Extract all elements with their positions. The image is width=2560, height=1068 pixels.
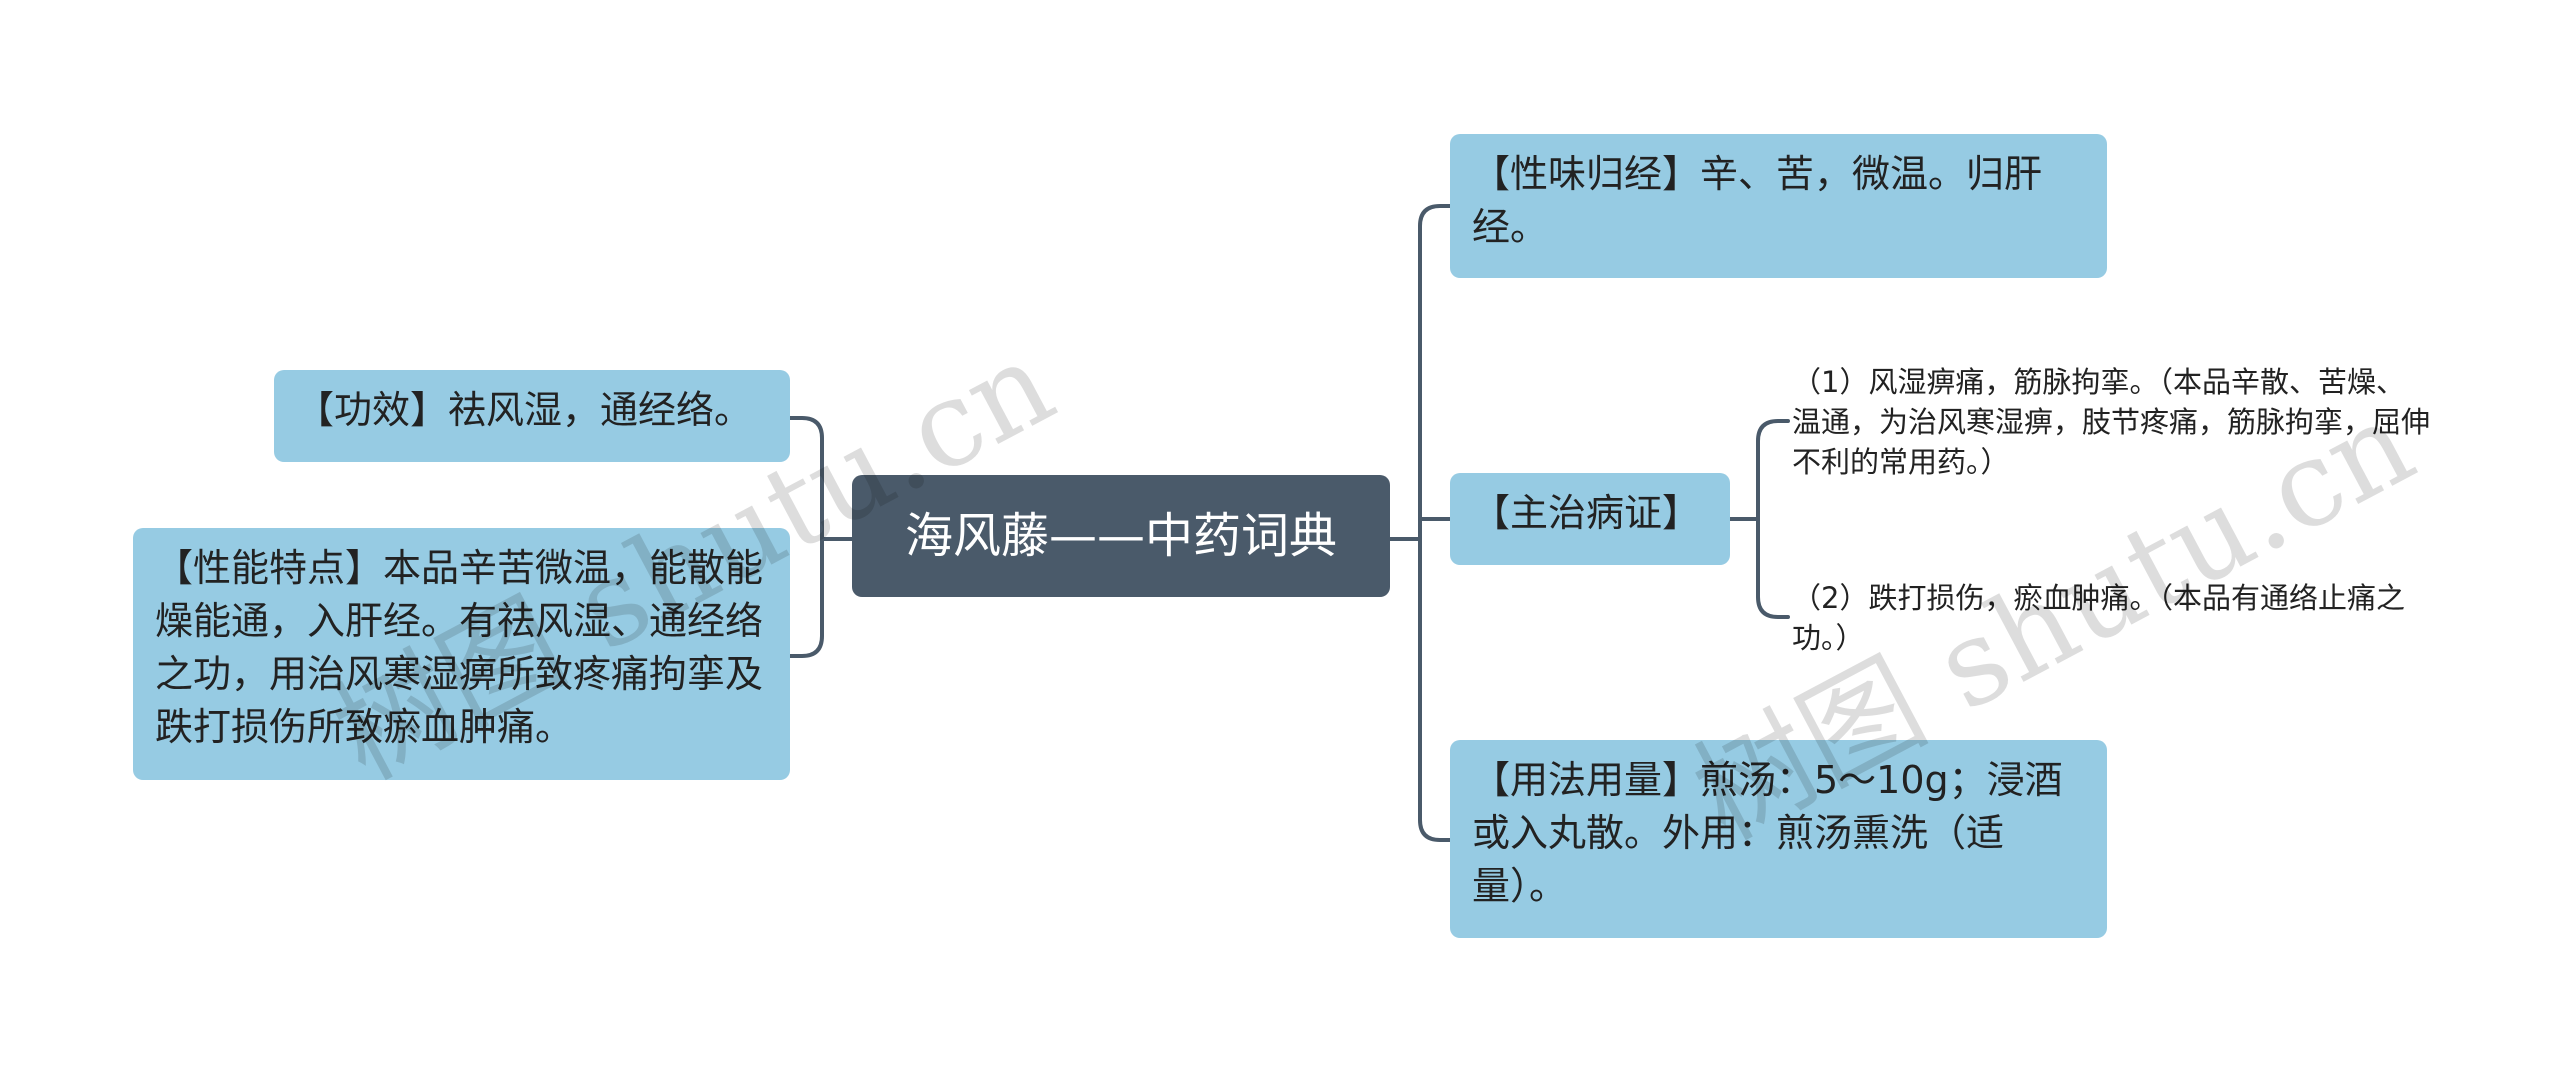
node-efficacy[interactable]: 【功效】祛风湿，通经络。 [274, 370, 790, 462]
node-nature-meridian-label: 【性味归经】辛、苦，微温。归肝经。 [1472, 152, 2043, 249]
connector-right-3 [1418, 537, 1452, 842]
node-properties-label: 【性能特点】本品辛苦微温，能散能燥能通，入肝经。有祛风湿、通经络之功，用治风寒湿… [155, 546, 764, 749]
node-nature-meridian[interactable]: 【性味归经】辛、苦，微温。归肝经。 [1450, 134, 2107, 278]
sub-item-rheumatism-label: （1）风湿痹痛，筋脉拘挛。（本品辛散、苦燥、温通，为治风寒湿痹，肢节疼痛，筋脉拘… [1792, 365, 2431, 479]
connector-right-1 [1418, 204, 1452, 541]
node-efficacy-label: 【功效】祛风湿，通经络。 [296, 388, 753, 432]
node-properties[interactable]: 【性能特点】本品辛苦微温，能散能燥能通，入肝经。有祛风湿、通经络之功，用治风寒湿… [133, 528, 790, 780]
sub-item-rheumatism[interactable]: （1）风湿痹痛，筋脉拘挛。（本品辛散、苦燥、温通，为治风寒湿痹，肢节疼痛，筋脉拘… [1792, 362, 2432, 486]
node-indications-label: 【主治病证】 [1472, 491, 1701, 535]
connector-left-1 [788, 416, 824, 541]
node-usage-dosage-label: 【用法用量】煎汤：5～10g；浸酒或入丸散。外用：煎汤熏洗（适量）。 [1472, 758, 2063, 908]
root-node[interactable]: 海风藤——中药词典 [852, 475, 1390, 597]
node-indications[interactable]: 【主治病证】 [1450, 473, 1730, 565]
connector-left-2 [788, 537, 824, 658]
sub-item-injury-label: （2）跌打损伤，瘀血肿痛。（本品有通络止痛之功。） [1792, 581, 2405, 655]
connector-sub-1 [1756, 419, 1790, 521]
node-usage-dosage[interactable]: 【用法用量】煎汤：5～10g；浸酒或入丸散。外用：煎汤熏洗（适量）。 [1450, 740, 2107, 938]
connector-sub-2 [1756, 517, 1790, 619]
sub-item-injury[interactable]: （2）跌打损伤，瘀血肿痛。（本品有通络止痛之功。） [1792, 578, 2432, 662]
root-label: 海风藤——中药词典 [904, 508, 1337, 564]
